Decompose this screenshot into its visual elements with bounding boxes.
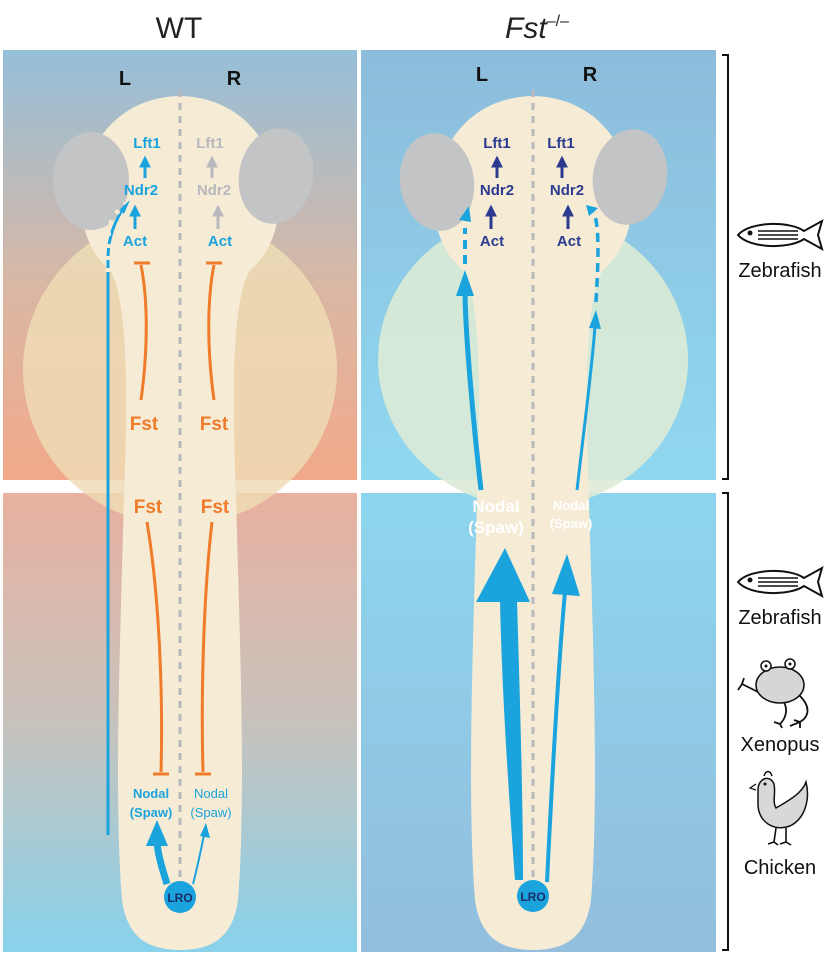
species-lower-zebrafish: Zebrafish: [738, 607, 821, 629]
chicken-icon: [748, 770, 809, 846]
zebrafish-icon-lower: [736, 565, 824, 599]
wt-lro: [164, 881, 196, 913]
wt-fst-upper-right: Fst: [200, 414, 229, 435]
mutant-lro-to-nodal-left-arrow: [500, 600, 523, 880]
mutant-nodal-left-long-arrowhead: [456, 270, 474, 296]
mutant-right-eye: [592, 129, 668, 225]
mutant-nodal-right-dashed: [592, 211, 600, 303]
upper-bracket: [722, 54, 729, 480]
wt-act-left: Act: [123, 233, 147, 250]
mutant-left-eye: [399, 133, 475, 231]
mutant-nodal-left-long-arrow: [462, 289, 484, 491]
mutant-lro-to-nodal-left-arrowhead: [476, 548, 530, 602]
mutant-nodal-left: Nodal: [472, 497, 519, 516]
wt-fst-lower-right-inhibition: [200, 521, 214, 773]
mutant-title-main: Fst: [505, 12, 548, 45]
wt-spaw-right: (Spaw): [190, 805, 231, 820]
mutant-lro-to-nodal-right-arrowhead: [552, 554, 580, 596]
wt-ndr2-left: Ndr2: [124, 182, 158, 199]
species-upper-zebrafish: Zebrafish: [738, 260, 821, 282]
mutant-lft1-right: Lft1: [547, 135, 575, 152]
mutant-act-right: Act: [557, 233, 581, 250]
wt-right-eye: [238, 128, 314, 224]
mutant-act-left: Act: [480, 233, 504, 250]
mutant-nodal-right: Nodal: [553, 498, 589, 513]
mutant-nodal-right-long-arrow: [575, 324, 597, 491]
wt-right-label: R: [227, 68, 242, 90]
wt-left-label: L: [119, 68, 131, 90]
mutant-lft1-left: Lft1: [483, 135, 511, 152]
wt-lft1-right: Lft1: [196, 135, 224, 152]
wt-title: WT: [156, 12, 203, 45]
wt-fst-lower-right: Fst: [201, 497, 230, 518]
mutant-ndr2-left: Ndr2: [480, 182, 514, 199]
mutant-nodal-left-dashed-arrowhead: [459, 206, 471, 222]
mutant-nodal-right-long-arrowhead: [589, 310, 601, 329]
wt-fst-upper-left: Fst: [130, 414, 159, 435]
mutant-lro: [517, 880, 549, 912]
mutant-nodal-right-dashed-arrowhead: [586, 205, 598, 216]
wt-nodal-right: Nodal: [194, 786, 228, 801]
wt-ndr2-right: Ndr2: [197, 182, 231, 199]
mutant-spaw-right: (Spaw): [550, 516, 593, 531]
mutant-right-label: R: [583, 64, 598, 86]
species-xenopus: Xenopus: [741, 734, 820, 756]
frog-icon: [737, 658, 809, 729]
wt-lro-label: LRO: [167, 891, 192, 905]
wt-left-eye: [53, 132, 129, 230]
wt-nodal-left-dashed-gap: [105, 201, 128, 272]
mutant-lro-label: LRO: [520, 890, 545, 904]
wt-fst-upper-left-inhibition: [139, 264, 148, 401]
wt-lro-to-nodal-right-arrowhead: [200, 823, 210, 838]
mutant-ndr2-right: Ndr2: [550, 182, 584, 199]
zebrafish-icon-upper: [736, 218, 824, 252]
mutant-lro-to-nodal-right-arrow: [545, 591, 567, 883]
wt-nodal-left-arrowhead: [120, 200, 130, 214]
wt-fst-upper-right-inhibition: [207, 264, 216, 401]
mutant-title-superscript: –/–: [547, 13, 569, 30]
wt-act-right: Act: [208, 233, 232, 250]
mutant-spaw-left: (Spaw): [468, 518, 524, 537]
wt-lft1-left: Lft1: [133, 135, 161, 152]
wt-fst-lower-left-inhibition: [145, 521, 164, 773]
mutant-title: Fst–/–: [505, 12, 569, 45]
lower-bracket: [722, 492, 729, 951]
wt-fst-lower-left: Fst: [134, 497, 163, 518]
wt-spaw-left: (Spaw): [130, 805, 173, 820]
mutant-left-label: L: [476, 64, 488, 86]
wt-nodal-left: Nodal: [133, 786, 169, 801]
wt-lro-to-nodal-left-arrowhead: [146, 820, 168, 846]
species-chicken: Chicken: [744, 857, 816, 879]
